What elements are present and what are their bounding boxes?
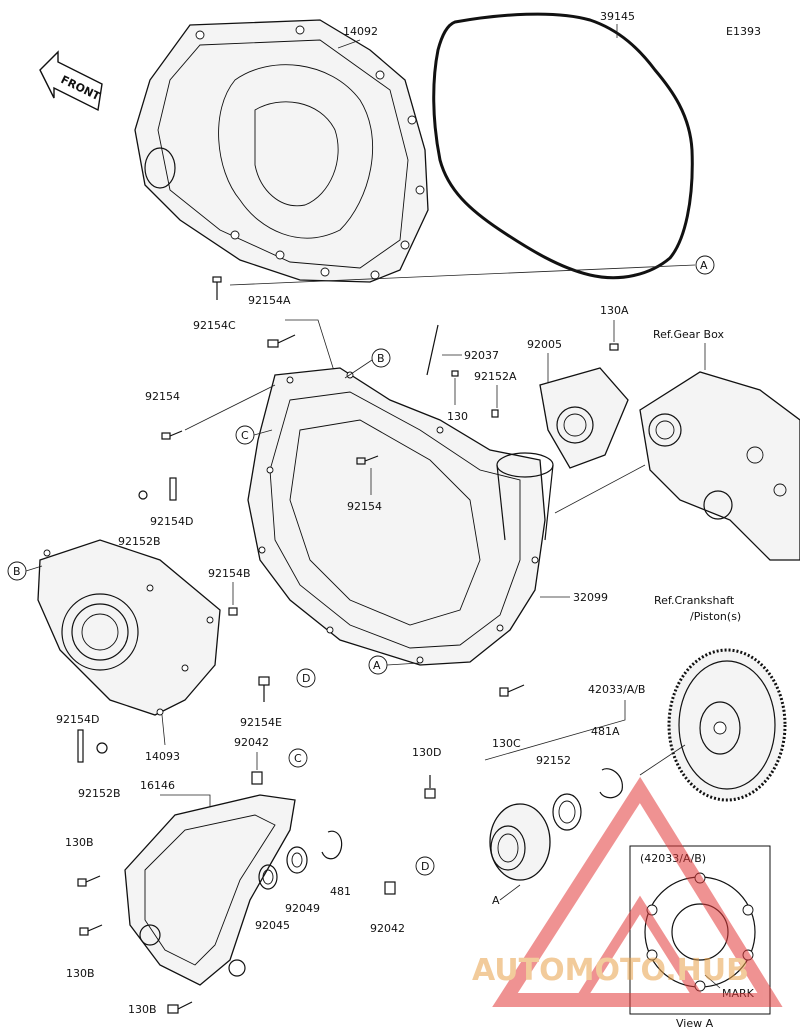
label-92152b-bottom: 92152B: [78, 787, 121, 800]
bolt-92154c: [212, 276, 222, 300]
label-130b-2: 130B: [66, 967, 95, 980]
dowel-92042-bottom: [384, 881, 396, 895]
bolt-130b-1: [77, 875, 101, 887]
dowel-92037: [426, 324, 439, 376]
label-92154d-bottom: 92154D: [56, 713, 99, 726]
svg-text:B: B: [377, 352, 385, 365]
watermark-logo: AUTOMOTO.HUB: [472, 776, 783, 1007]
bolt-92154d-bottom: [77, 729, 84, 763]
label-14093: 14093: [145, 750, 180, 763]
clutch-cover-14092: [134, 19, 429, 283]
label-130c: 130C: [492, 737, 521, 750]
bolt-130b-2: [79, 924, 103, 936]
label-92154a: 92154A: [248, 294, 291, 307]
collar-92152: [552, 793, 582, 831]
label-92037: 92037: [464, 349, 499, 362]
gasket-39145: [432, 12, 694, 280]
bolt-92154-center: [356, 455, 379, 465]
label-32099: 32099: [573, 591, 608, 604]
ref-circle-a-top: [695, 255, 715, 275]
ref-circle-c-2: [288, 748, 308, 768]
label-92152: 92152: [536, 754, 571, 767]
label-92049: 92049: [285, 902, 320, 915]
label-92045: 92045: [255, 919, 290, 932]
bolt-92154a: [267, 334, 296, 348]
label-92042-top: 92042: [234, 736, 269, 749]
label-92154-center: 92154: [347, 500, 382, 513]
svg-text:B: B: [13, 565, 21, 578]
label-130d: 130D: [412, 746, 441, 759]
label-92154d-top: 92154D: [150, 515, 193, 528]
label-42033: 42033/A/B: [588, 683, 645, 696]
label-481a: 481A: [591, 725, 620, 738]
seal-92045: [258, 864, 278, 890]
svg-text:A: A: [700, 259, 708, 272]
bolt-130b-3: [167, 1001, 193, 1014]
label-130: 130: [447, 410, 468, 423]
ref-gear-box: Ref.Gear Box: [653, 328, 724, 341]
gear-box-ref: [639, 371, 800, 561]
label-92154b: 92154B: [208, 567, 251, 580]
ref-piston: /Piston(s): [690, 610, 741, 623]
label-92152a: 92152A: [474, 370, 517, 383]
ref-circle-b-1: [371, 348, 391, 368]
circlip-481: [321, 830, 343, 860]
svg-text:D: D: [302, 672, 310, 685]
label-92005: 92005: [527, 338, 562, 351]
ref-circle-d-2: [415, 856, 435, 876]
view-a-title: View A: [676, 1017, 714, 1030]
bolt-92154e: [258, 676, 270, 702]
flywheel-ref: [667, 648, 787, 802]
housing-16146: [124, 794, 296, 986]
cover-14093: [37, 539, 221, 716]
svg-text:C: C: [241, 429, 249, 442]
svg-text:C: C: [294, 752, 302, 765]
label-130b-1: 130B: [65, 836, 94, 849]
label-481: 481: [330, 885, 351, 898]
clutch-hub-42033: [489, 803, 551, 881]
bolt-130a: [609, 343, 619, 351]
spacer-92152a: [491, 409, 499, 418]
label-92152b-top: 92152B: [118, 535, 161, 548]
svg-text:A: A: [373, 659, 381, 672]
seal-92049: [286, 846, 308, 874]
label-92154-left: 92154: [145, 390, 180, 403]
bolt-92154b: [228, 607, 238, 616]
label-92042-bottom: 92042: [370, 922, 405, 935]
bolt-92154-left: [161, 430, 183, 440]
label-130a: 130A: [600, 304, 629, 317]
dowel-92042-top: [251, 771, 263, 785]
ref-crankshaft: Ref.Crankshaft: [654, 594, 735, 607]
circlip-481a: [599, 768, 623, 799]
washer-92152b-top: [138, 490, 148, 500]
label-92154e: 92154E: [240, 716, 282, 729]
bolt-92154d-top: [169, 477, 177, 501]
diagram-code: E1393: [726, 25, 761, 38]
washer-92152b-bottom: [96, 742, 108, 754]
label-16146: 16146: [140, 779, 175, 792]
svg-text:AUTOMOTO.HUB: AUTOMOTO.HUB: [472, 953, 749, 988]
bolt-130: [451, 370, 459, 377]
svg-text:D: D: [421, 860, 429, 873]
bolt-130d: [424, 775, 436, 799]
label-39145: 39145: [600, 10, 635, 23]
label-92154c: 92154C: [193, 319, 236, 332]
ref-circle-d-1: [296, 668, 316, 688]
view-arrow-label: A: [492, 894, 500, 907]
crankcase-32099: [247, 367, 554, 666]
label-130b-3: 130B: [128, 1003, 157, 1016]
label-14092: 14092: [343, 25, 378, 38]
fitting-92005: [539, 367, 629, 469]
front-arrow-icon: FRONT: [39, 50, 103, 112]
bolt-130c: [499, 684, 525, 697]
